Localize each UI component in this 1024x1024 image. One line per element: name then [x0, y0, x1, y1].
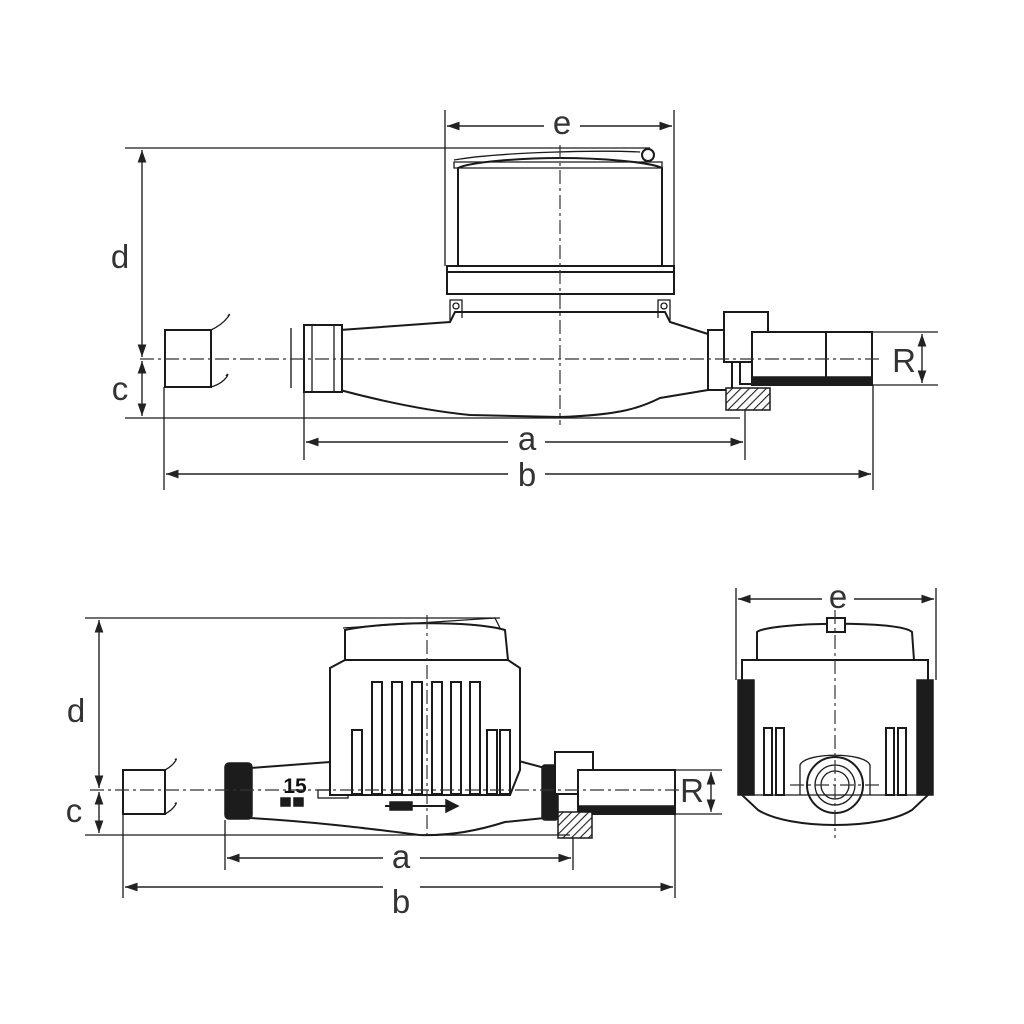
register-housing-side — [329, 617, 521, 796]
dim-side-R: R — [680, 772, 716, 812]
dim-top-b: b — [166, 456, 871, 493]
size-marking: 15 — [283, 775, 307, 798]
label-d-side: d — [67, 692, 85, 729]
label-e-end: e — [829, 578, 847, 615]
label-R-side: R — [680, 772, 704, 809]
top-extension-lines — [125, 110, 938, 490]
dim-top-e: e — [447, 104, 672, 141]
label-c-side: c — [66, 792, 83, 829]
label-a: a — [518, 420, 537, 457]
outlet-union — [707, 311, 873, 411]
dim-side-c: c — [66, 792, 104, 833]
loose-inlet-fitting-side — [122, 758, 177, 815]
label-e: e — [553, 104, 571, 141]
dim-side-b: b — [125, 882, 673, 920]
dim-side-d: d — [67, 620, 104, 788]
side-view: 15 — [66, 615, 722, 920]
label-d: d — [111, 238, 129, 275]
meter-body-side: 15 — [224, 758, 546, 837]
outlet-union-side — [541, 751, 676, 839]
label-b-side: b — [392, 883, 410, 920]
top-view: e d c a b R — [111, 104, 938, 493]
dim-top-a: a — [306, 420, 743, 457]
dim-top-d: d — [111, 150, 147, 357]
loose-inlet-fitting — [164, 313, 231, 388]
dim-top-c: c — [112, 361, 147, 416]
label-c: c — [112, 370, 129, 407]
dim-end-e: e — [738, 578, 934, 615]
label-b: b — [518, 456, 536, 493]
end-view: e — [735, 578, 937, 838]
dim-top-R: R — [892, 334, 927, 383]
dim-side-a: a — [227, 838, 571, 875]
ribs — [351, 681, 511, 795]
label-R: R — [892, 342, 916, 379]
label-a-side: a — [392, 838, 411, 875]
